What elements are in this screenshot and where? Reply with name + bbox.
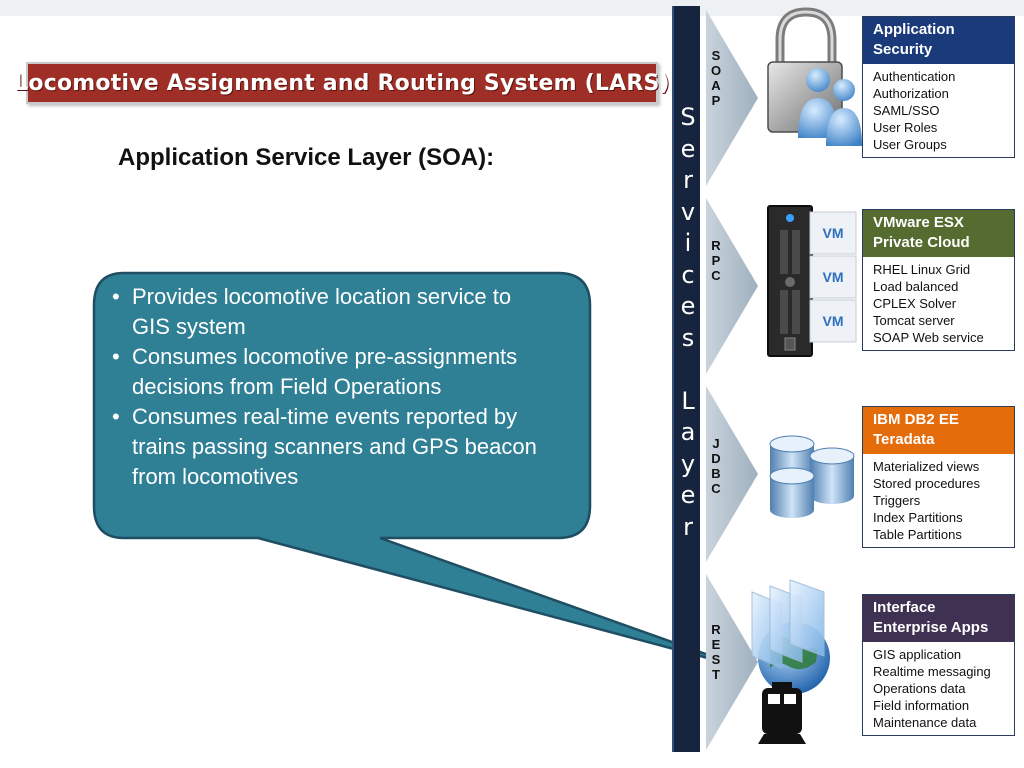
bullet-dot-icon: • (112, 404, 120, 429)
panel-item: Triggers (873, 493, 921, 508)
vm-label: VM (823, 269, 844, 285)
panel-item: Table Partitions (873, 527, 962, 542)
callout-bullet: •Provides locomotive location service to… (112, 284, 512, 339)
panel-item: User Groups (873, 137, 947, 152)
panel-item-list: Authentication Authorization SAML/SSO Us… (863, 64, 1014, 157)
slide-title: Locomotive Assignment and Routing System… (14, 70, 670, 96)
protocol-label-soap: S O A P (710, 48, 722, 108)
server-rack-icon: VM VM VM (767, 205, 857, 357)
panel-item: GIS application (873, 647, 962, 662)
protocol-label-rest: R E S T (711, 622, 721, 682)
panel-item: Tomcat server (873, 313, 955, 328)
database-cylinders-icon (769, 435, 855, 518)
vm-label: VM (823, 225, 844, 241)
rest-chevron (706, 574, 758, 750)
globe-windows-train-icon (751, 579, 830, 744)
panel-item: Load balanced (873, 279, 959, 294)
jdbc-chevron (706, 386, 758, 562)
panel-heading: VMware ESX Private Cloud (863, 210, 1014, 257)
panel-application-security: Application Security Authentication Auth… (862, 16, 1015, 158)
panel-item: Maintenance data (873, 715, 977, 730)
soap-chevron (706, 10, 758, 186)
protocol-label-jdbc: J D B C (711, 436, 721, 496)
panel-item: Operations data (873, 681, 966, 696)
vm-label: VM (823, 313, 844, 329)
panel-item: RHEL Linux Grid (873, 262, 971, 277)
panel-ibm-db2-teradata: IBM DB2 EE Teradata Materialized views S… (862, 406, 1015, 548)
top-strip (0, 0, 1024, 16)
rpc-chevron (706, 198, 758, 374)
panel-item-list: RHEL Linux Grid Load balanced CPLEX Solv… (863, 257, 1014, 350)
services-layer-label: S e r v i c e s L a y e r (680, 103, 696, 541)
callout-bullet: •Consumes real-time events reported by t… (112, 404, 537, 489)
panel-item-list: GIS application Realtime messaging Opera… (863, 642, 1014, 735)
protocol-chevrons (706, 10, 758, 750)
panel-item: SAML/SSO (873, 103, 940, 118)
panel-item: Materialized views (873, 459, 980, 474)
panel-item: User Roles (873, 120, 938, 135)
panel-item-list: Materialized views Stored procedures Tri… (863, 454, 1014, 547)
bullet-dot-icon: • (112, 344, 120, 369)
panel-item: Field information (873, 698, 970, 713)
panel-item: CPLEX Solver (873, 296, 957, 311)
bullet-dot-icon: • (112, 284, 120, 309)
panel-item: SOAP Web service (873, 330, 984, 345)
panel-item: Authorization (873, 86, 949, 101)
panel-item: Stored procedures (873, 476, 980, 491)
callout-shape (92, 271, 746, 670)
callout-bullet: •Consumes locomotive pre-assignments dec… (112, 344, 518, 399)
panel-heading: IBM DB2 EE Teradata (863, 407, 1014, 454)
panel-item: Authentication (873, 69, 956, 84)
protocol-label-rpc: R P C (711, 238, 721, 283)
panel-item: Index Partitions (873, 510, 963, 525)
panel-vmware-private-cloud: VMware ESX Private Cloud RHEL Linux Grid… (862, 209, 1015, 351)
callout-bullet-list: •Provides locomotive location service to… (112, 282, 552, 492)
panel-heading: Interface Enterprise Apps (863, 595, 1014, 642)
panel-item: Realtime messaging (873, 664, 991, 679)
slide-subtitle: Application Service Layer (SOA): (118, 144, 495, 171)
padlock-users-icon (767, 7, 862, 146)
panel-interface-enterprise-apps: Interface Enterprise Apps GIS applicatio… (862, 594, 1015, 736)
services-layer-bar: S e r v i c e s L a y e r (672, 6, 700, 752)
title-banner: Locomotive Assignment and Routing System… (14, 62, 670, 104)
panel-heading: Application Security (863, 17, 1014, 64)
